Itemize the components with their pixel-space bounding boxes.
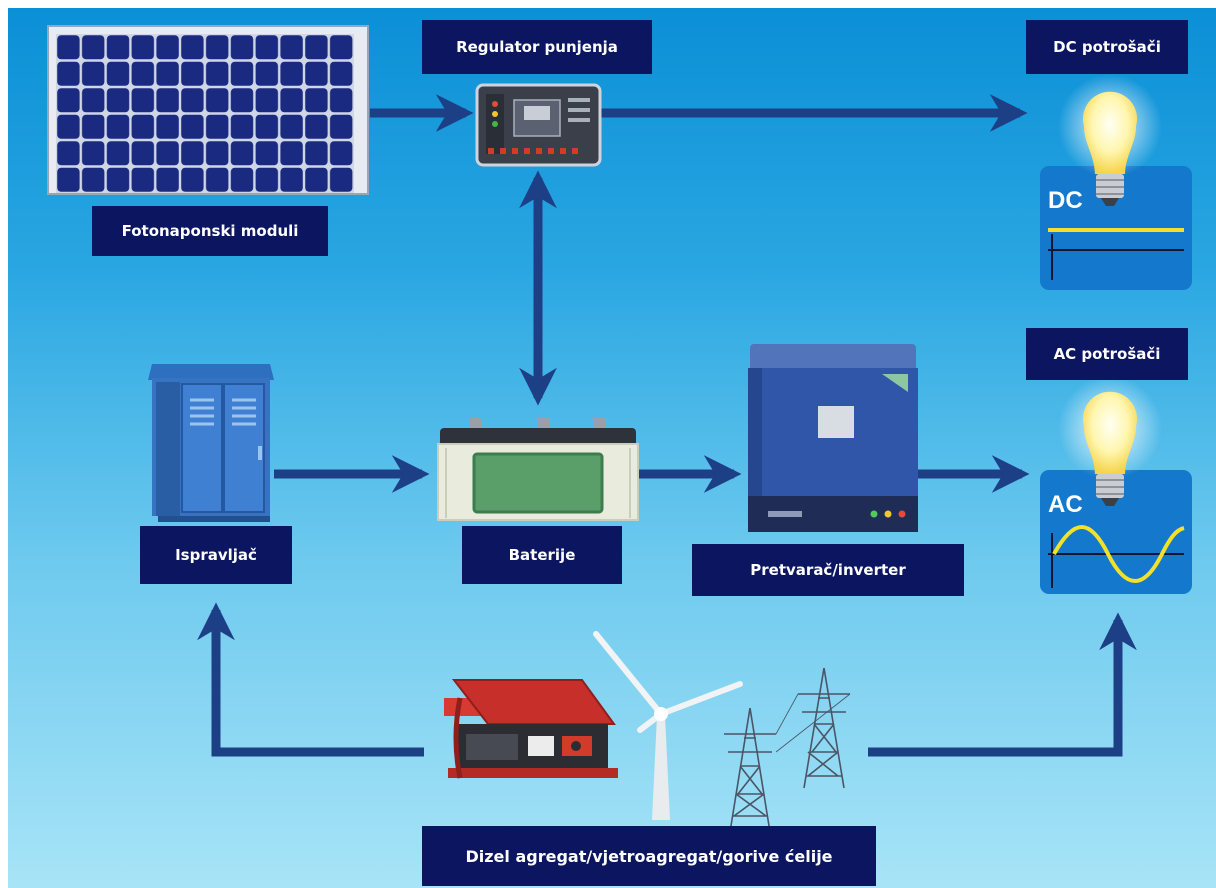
battery-icon [437, 418, 639, 521]
power-pylon-icon [724, 667, 851, 833]
ac-load-panel [1040, 470, 1192, 594]
label-rectifier: Ispravljač [140, 526, 292, 584]
arrow-sources-to-ac-loads [868, 612, 1137, 757]
light-bulb-icon [1058, 74, 1162, 206]
label-charge-regulator: Regulator punjenja [422, 20, 652, 74]
label-batteries: Baterije [462, 526, 622, 584]
light-bulb-icon [1058, 376, 1162, 506]
label-inverter: Pretvarač/inverter [692, 544, 964, 596]
charge-regulator-icon [475, 83, 602, 167]
wind-turbine-icon [593, 631, 743, 820]
label-ac-loads: AC potrošači [1026, 328, 1188, 380]
ac-panel-text: AC [1048, 491, 1083, 518]
label-pv-modules: Fotonaponski moduli [92, 206, 328, 256]
label-sources: Dizel agregat/vjetroagregat/gorive ćelij… [422, 826, 876, 886]
solar-panel-icon [47, 25, 369, 195]
flow-arrows [197, 94, 1137, 757]
generator-icon [444, 679, 618, 779]
inverter-icon [748, 344, 918, 532]
dc-panel-text: DC [1048, 187, 1083, 214]
label-dc-loads: DC potrošači [1026, 20, 1188, 74]
diagram-canvas: DC AC Fotonaponski moduli Regulator punj… [8, 8, 1216, 888]
arrow-sources-to-rectifier [197, 602, 424, 757]
rectifier-cabinet-icon [148, 364, 274, 522]
diagram-graphics: DC AC [47, 25, 1192, 833]
dc-load-panel [1040, 166, 1192, 290]
